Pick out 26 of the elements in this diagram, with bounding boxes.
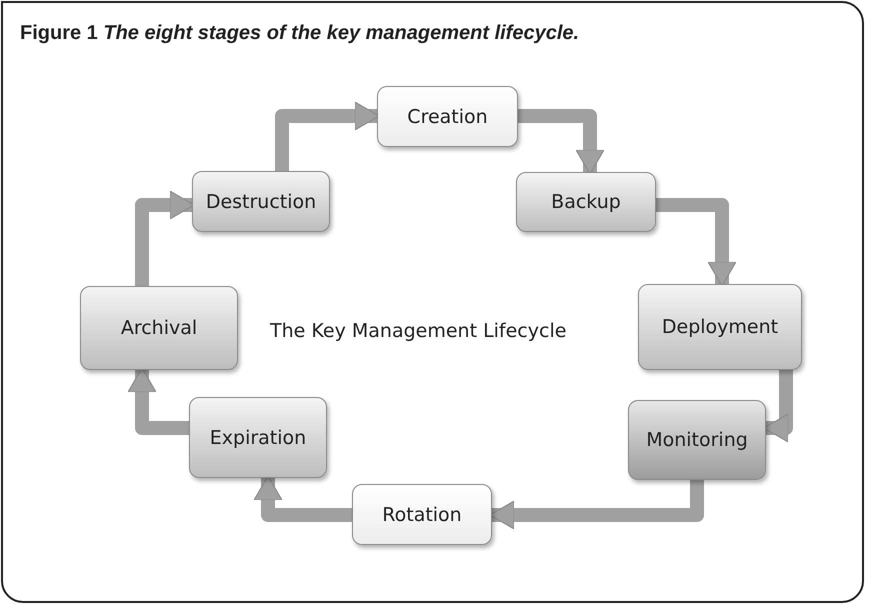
figure-title: Figure 1 The eight stages of the key management lifecycle.	[20, 22, 580, 45]
stage-box	[189, 397, 327, 478]
stage-box	[192, 171, 330, 232]
stage-label: Creation	[407, 106, 488, 128]
stage-label: Backup	[551, 191, 621, 213]
diagram-label: The Key Management Lifecycle	[270, 320, 566, 342]
stage-box	[638, 284, 802, 370]
stage-box	[377, 86, 518, 147]
arrow	[135, 190, 194, 286]
arrow	[254, 476, 352, 522]
stage-box	[628, 400, 766, 480]
stage-label: Rotation	[382, 504, 462, 526]
stage-box	[516, 172, 656, 232]
stage-label: Archival	[120, 317, 198, 339]
stage-label: Monitoring	[646, 429, 748, 451]
stage-label: Expiration	[210, 426, 306, 448]
stage-label: Destruction	[206, 190, 316, 212]
arrow	[275, 102, 380, 171]
arrow	[128, 368, 189, 435]
stage-box	[352, 484, 492, 545]
arrow	[764, 370, 793, 442]
arrow	[656, 198, 736, 286]
stage-label: Deployment	[662, 316, 778, 338]
arrow	[518, 109, 604, 174]
stage-box	[80, 286, 238, 370]
arrow	[490, 480, 704, 530]
